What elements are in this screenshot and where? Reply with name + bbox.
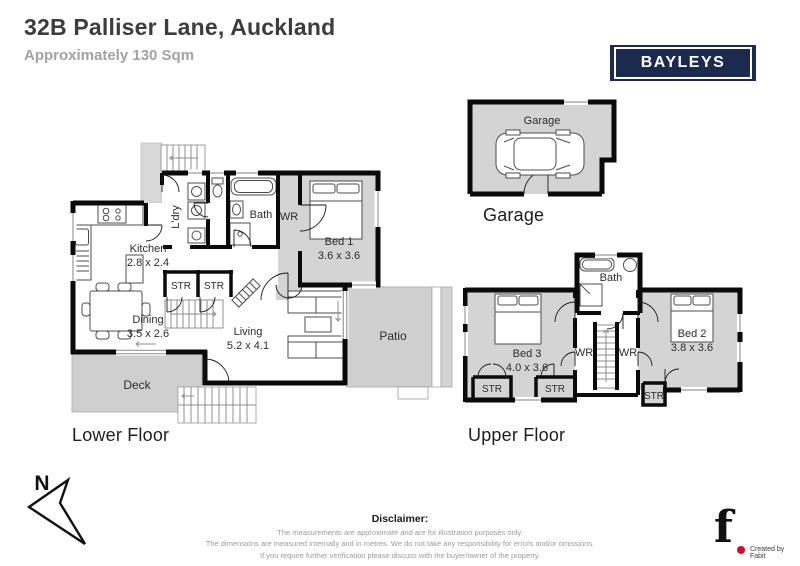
bed3-bed	[494, 293, 542, 345]
dining-label: Dining	[132, 314, 163, 326]
kitchen-label: Kitchen	[130, 243, 167, 255]
bed2-label: Bed 2	[678, 328, 707, 340]
living-furniture	[231, 278, 345, 359]
patio-area	[346, 286, 453, 400]
entry-walkway	[140, 142, 206, 204]
dining-table	[81, 282, 151, 340]
str3-fill	[643, 383, 665, 405]
bath-label-lower: Bath	[250, 209, 273, 221]
bed1-label: Bed 1	[325, 236, 354, 248]
bed3-dims: 4.0 x 3.6	[506, 362, 548, 374]
kitchen-dims: 2.8 x 2.4	[127, 257, 169, 269]
disclaimer-line: If you require further verification plea…	[259, 550, 540, 560]
bed1-bed	[309, 180, 363, 240]
car-icon	[495, 129, 585, 179]
deck-slider	[116, 341, 166, 356]
bayleys-logo-text: BAYLEYS	[614, 47, 752, 79]
wr-label-lower: WR	[280, 211, 298, 223]
internal-stairs	[164, 299, 224, 329]
disclaimer-line: The dimensions are measured internally a…	[205, 539, 595, 549]
str1-label-upper: STR	[482, 384, 502, 395]
kitchen-counter	[72, 202, 144, 284]
dining-dims: 3.5 x 2.6	[127, 328, 169, 340]
wr2-label: WR	[619, 347, 637, 359]
garage-walls	[467, 99, 617, 197]
north-arrow: N	[26, 472, 87, 546]
bathroom-fixtures-upper	[579, 257, 637, 307]
upper-stairs	[594, 324, 618, 389]
upper-door-arcs	[477, 301, 680, 384]
living-label: Living	[234, 326, 263, 338]
bed2-dims: 3.8 x 3.6	[671, 342, 713, 354]
garage-caption: Garage	[483, 205, 545, 225]
page-subtitle: Approximately 130 Sqm	[24, 47, 195, 64]
wr1-label: WR	[575, 347, 593, 359]
lower-door-arcs	[145, 174, 327, 384]
disclaimer-block: Disclaimer: The measurements are approxi…	[0, 513, 800, 561]
bed3-label: Bed 3	[513, 348, 542, 360]
upper-walls	[463, 252, 743, 407]
patio-label: Patio	[379, 329, 407, 343]
fabit-logo-dot	[737, 546, 745, 554]
str2-label-upper: STR	[545, 384, 565, 395]
lower-floorplan: Kitchen 2.8 x 2.4 L'dry Bath WR Bed 1 3.…	[69, 142, 453, 424]
laundry-label: L'dry	[170, 205, 182, 229]
laundry-appliances	[187, 182, 206, 244]
garage-window	[564, 99, 588, 105]
exterior-stairs	[177, 386, 257, 424]
lower-floor-caption: Lower Floor	[72, 425, 170, 445]
lower-windows	[69, 169, 382, 289]
fabit-logo-glyph: f	[714, 502, 733, 553]
bathroom-fixtures-lower	[229, 177, 277, 246]
upper-windows	[463, 252, 743, 403]
patio-slider	[335, 291, 349, 339]
living-dims: 5.2 x 4.1	[227, 340, 269, 352]
str1-label-lower: STR	[171, 281, 191, 292]
north-label: N	[34, 472, 49, 495]
upper-floor-caption: Upper Floor	[468, 425, 566, 445]
page-title: 32B Palliser Lane, Auckland	[24, 14, 336, 40]
disclaimer-heading: Disclaimer:	[371, 513, 429, 525]
bed2-bed	[670, 293, 714, 343]
north-arrow-glyph	[26, 476, 87, 546]
garage-floorplan: Garage	[467, 99, 617, 197]
fabit-credit-text: Created by Fabit	[750, 546, 785, 560]
bath-label-upper: Bath	[600, 272, 623, 284]
str2-label-lower: STR	[204, 281, 224, 292]
upper-floorplan: Bath Bed 3 4.0 x 3.6 Bed 2 3.8 x 3.6 WR …	[463, 252, 743, 407]
deck-label: Deck	[123, 378, 151, 392]
garage-room-label: Garage	[524, 115, 561, 127]
wc-toilet	[211, 177, 224, 198]
bayleys-logo: BAYLEYS	[610, 45, 756, 81]
bed1-dims: 3.6 x 3.6	[318, 250, 360, 262]
disclaimer-line: The measurements are approximate and are…	[277, 528, 523, 537]
str3-label-upper: STR	[644, 391, 664, 402]
